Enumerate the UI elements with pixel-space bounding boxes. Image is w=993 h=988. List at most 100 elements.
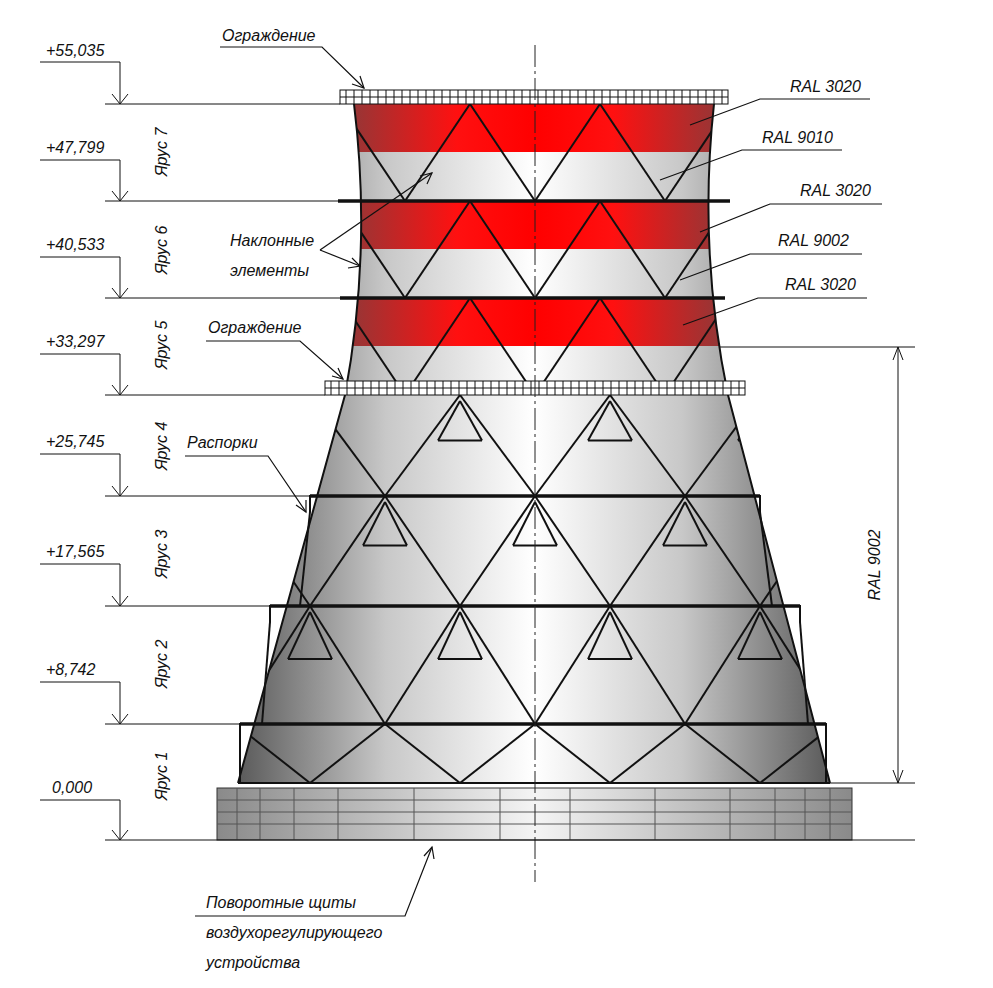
strut: [685, 502, 707, 546]
inclined-element: [85, 724, 160, 783]
inclined-element: [310, 724, 385, 783]
fence-post: [427, 381, 428, 395]
fence-label: Ограждение: [222, 26, 315, 46]
fence-post: [482, 90, 483, 104]
fence-post: [595, 381, 596, 395]
fence-post: [739, 381, 740, 395]
strut: [963, 502, 985, 546]
strut: [438, 439, 482, 441]
fence-post: [347, 381, 348, 395]
inclined-element: [910, 606, 985, 724]
fence-post: [547, 381, 548, 395]
strut: [288, 658, 332, 660]
fence-post: [426, 90, 427, 104]
tower-outline: [238, 104, 830, 783]
inclined-element: [210, 104, 275, 201]
tier-label: Ярус 1: [152, 752, 172, 801]
fence-post: [507, 381, 508, 395]
inclined-element: [145, 201, 210, 298]
fence-post: [554, 90, 555, 104]
inclined-element: [910, 496, 985, 606]
strut: [588, 439, 632, 441]
inclined-element: [990, 298, 993, 395]
fence-post: [475, 381, 476, 395]
fence-post: [363, 381, 364, 395]
fence-post: [642, 90, 643, 104]
strut: [888, 401, 910, 440]
strut: [363, 502, 385, 546]
strut: [235, 502, 257, 546]
strut: [760, 401, 782, 440]
fence-post: [674, 90, 675, 104]
fence-post: [562, 90, 563, 104]
fence-post: [651, 381, 652, 395]
fence-post: [419, 381, 420, 395]
fence-post: [538, 90, 539, 104]
strut: [910, 612, 932, 659]
color-code: RAL 9002: [778, 231, 849, 251]
color-code: RAL 3020: [785, 275, 856, 295]
inclined-element: [685, 395, 760, 496]
inclined-element: [835, 395, 910, 496]
strut: [10, 612, 32, 659]
strut: [738, 612, 760, 659]
fence-post: [531, 381, 532, 395]
color-code: RAL 9002: [865, 530, 885, 601]
fence-post: [411, 381, 412, 395]
strut: [288, 401, 310, 440]
fence-post: [722, 90, 723, 104]
fence-post: [499, 381, 500, 395]
inclined-element: [340, 201, 405, 298]
fence-post: [731, 381, 732, 395]
fence-post: [523, 381, 524, 395]
inclined-element: [0, 496, 10, 606]
fence-post: [659, 381, 660, 395]
elevation-mark: +17,565: [46, 542, 104, 562]
tier-label: Ярус 6: [152, 226, 172, 275]
inclined-element: [470, 104, 535, 201]
strut: [663, 545, 707, 547]
fence-post: [458, 90, 459, 104]
inclined-element: [160, 606, 235, 724]
inclined-element: [160, 496, 235, 606]
inclined-element: [460, 606, 535, 724]
inclined-element: [535, 104, 600, 201]
inclined-element: [235, 606, 310, 724]
fence-post: [602, 90, 603, 104]
fence-post: [658, 90, 659, 104]
elevation-mark: +33,297: [46, 332, 104, 352]
strut: [738, 439, 782, 441]
part-label: Поворотные щиты воздухорегулирующего уст…: [206, 888, 421, 978]
rings: [240, 201, 826, 724]
inclined-element: [535, 724, 610, 783]
fence-post: [339, 381, 340, 395]
strut: [813, 545, 857, 547]
inclined-element: [685, 724, 760, 783]
inclined-element: [275, 298, 340, 395]
inclined-element: [835, 496, 910, 606]
fence-post: [491, 381, 492, 395]
strut: [10, 401, 32, 440]
strut: [0, 658, 32, 660]
inclined-element: [760, 395, 835, 496]
fence-post: [394, 90, 395, 104]
inclined-element: [340, 104, 405, 201]
inclined-element: [0, 298, 15, 395]
strut: [985, 502, 993, 546]
inclined-element: [835, 606, 910, 724]
inclined-element: [385, 606, 460, 724]
inclined-element: [925, 298, 990, 395]
elevation-mark: +40,533: [46, 235, 104, 255]
fence-post: [707, 381, 708, 395]
fence-post: [474, 90, 475, 104]
strut: [663, 502, 685, 546]
tier-label: Ярус 7: [152, 128, 172, 177]
inclined-element: [385, 724, 460, 783]
strut: [513, 502, 535, 546]
strut: [588, 658, 632, 660]
inclined-element: [145, 298, 210, 395]
color-code: RAL 3020: [790, 77, 861, 97]
fence-post: [634, 90, 635, 104]
elevation-mark: +55,035: [46, 41, 104, 61]
inclined-element: [835, 724, 910, 783]
